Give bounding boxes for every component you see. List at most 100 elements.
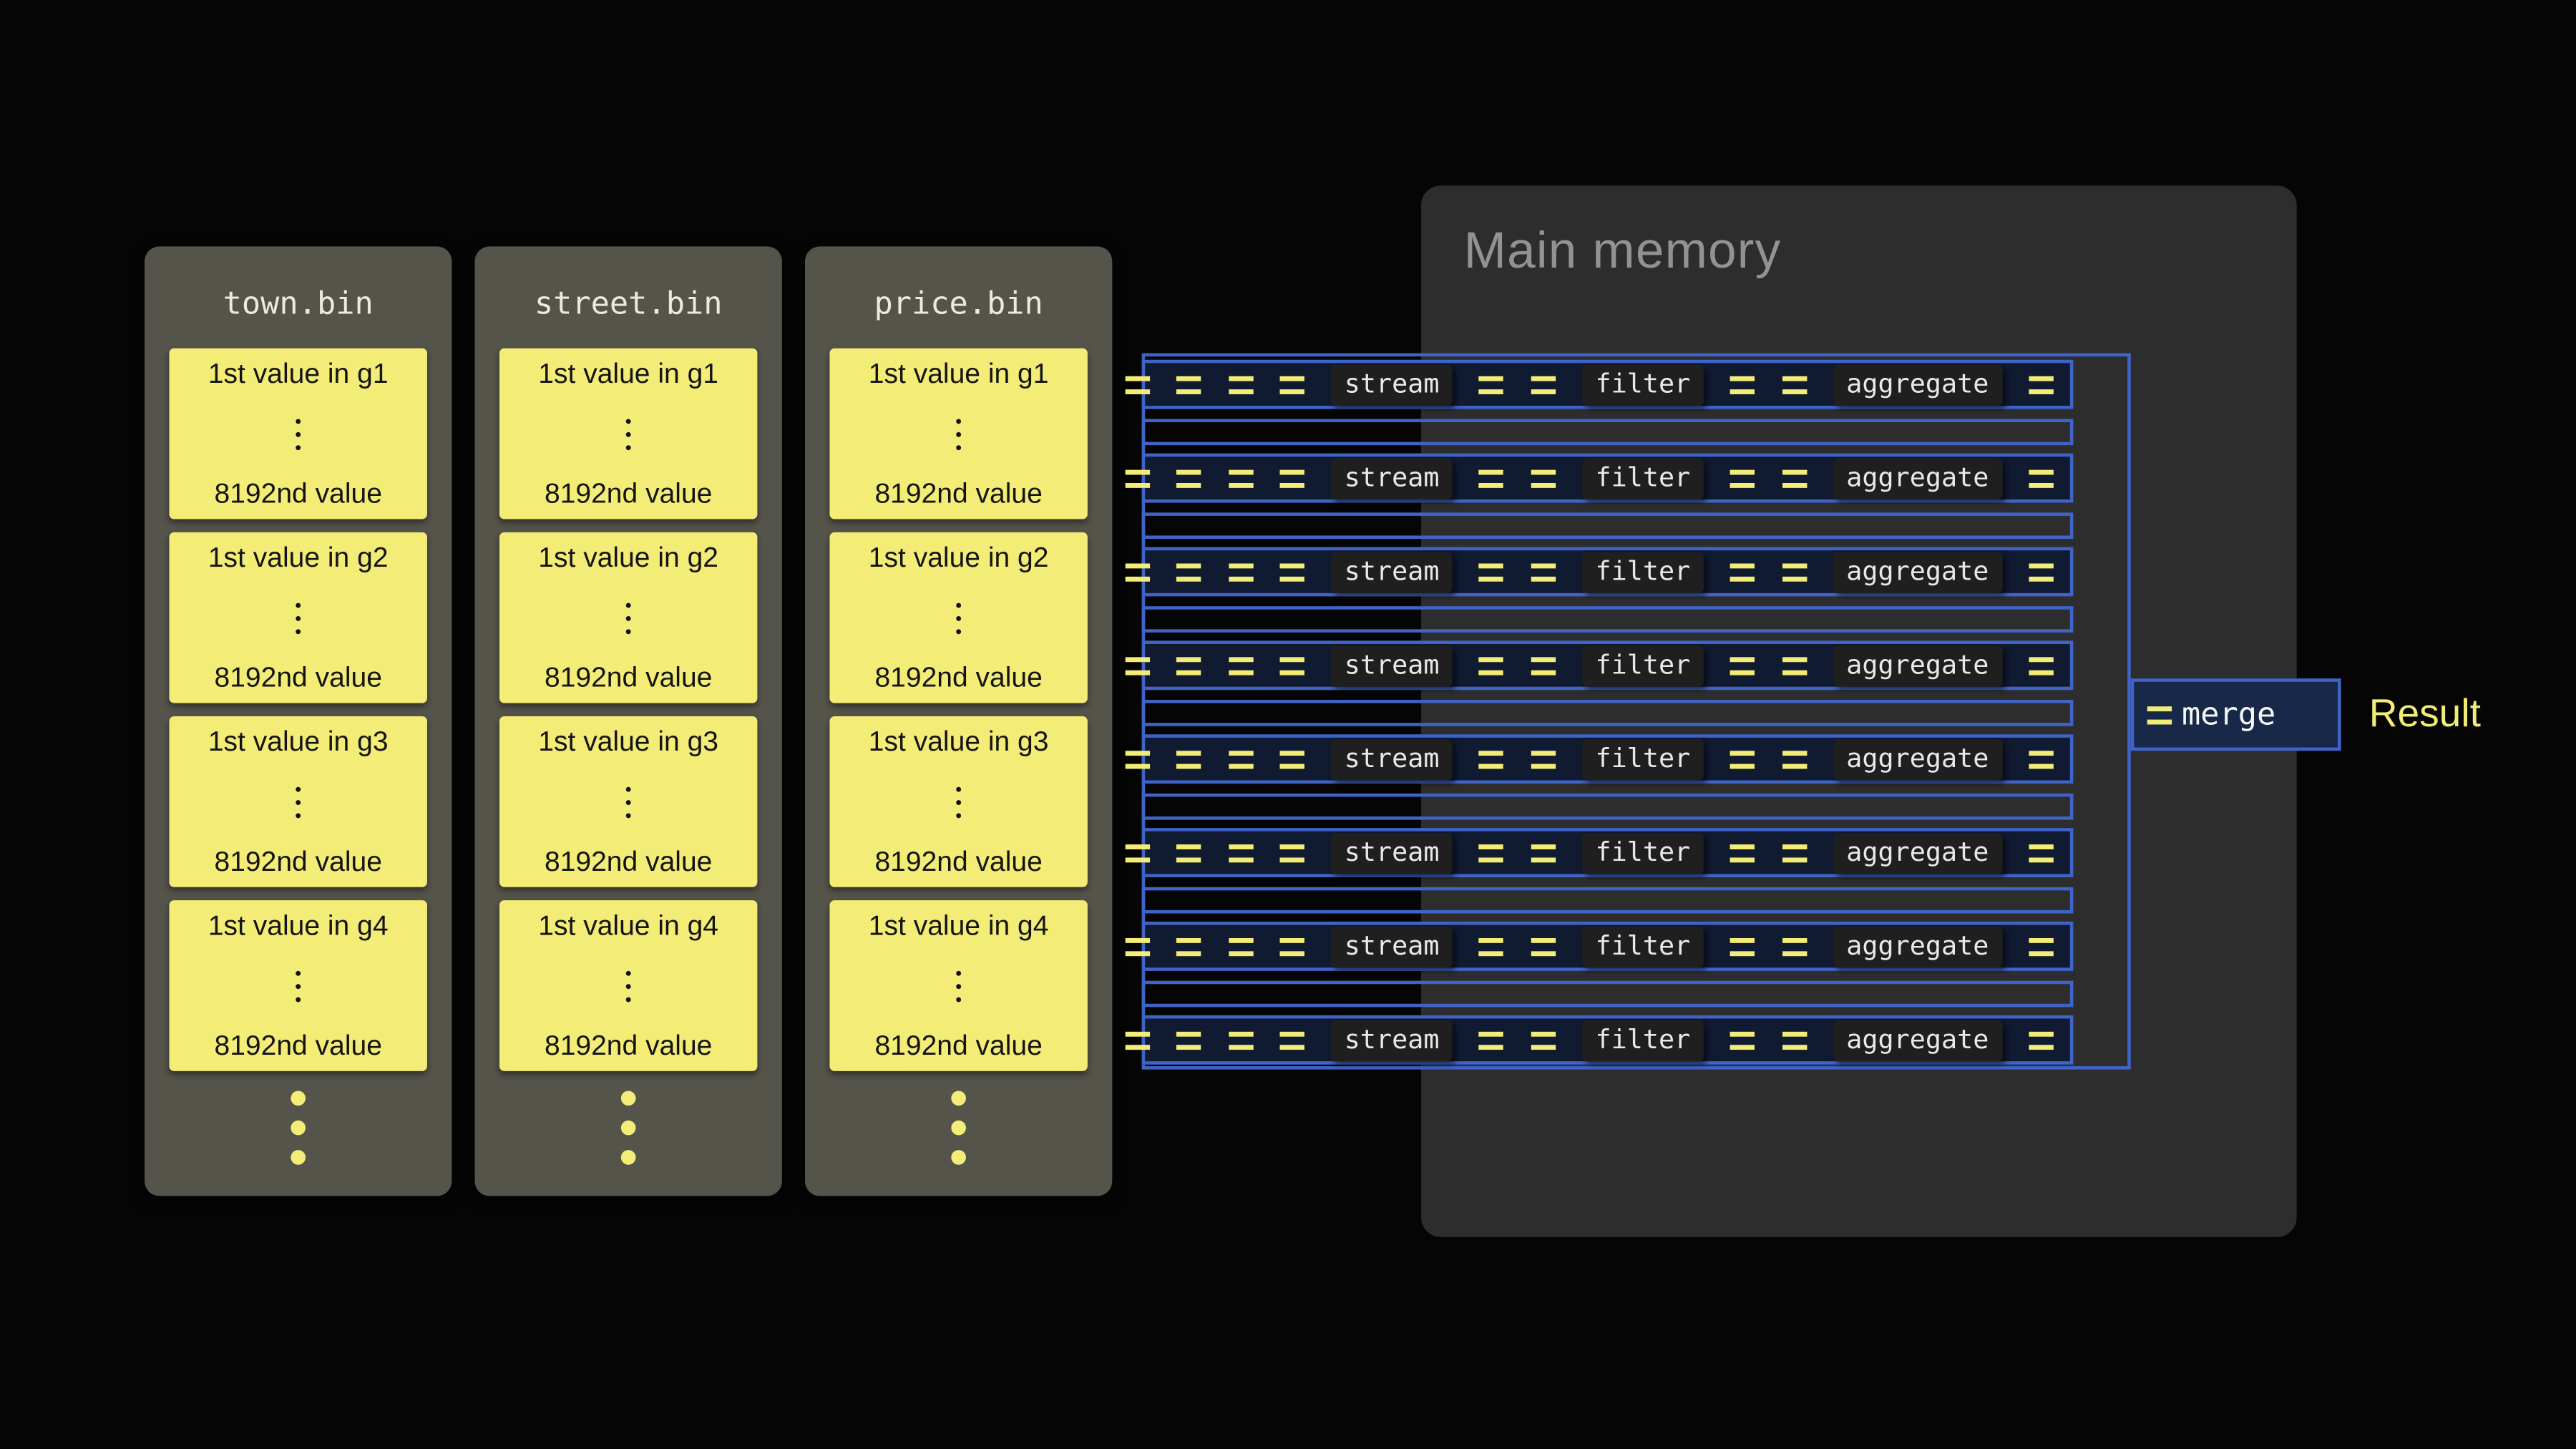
pipeline-channel <box>1141 887 2074 914</box>
flow-dash-icon <box>1730 1030 1755 1049</box>
value-block-g2: 1st value in g2 8192nd value <box>169 532 427 703</box>
file-column-town: town.bin 1st value in g1 8192nd value 1s… <box>145 246 452 1196</box>
flow-dash-icon <box>1176 750 1202 769</box>
flow-dash-icon <box>1125 469 1151 487</box>
filter-badge: filter <box>1582 645 1704 686</box>
flow-dash-icon <box>1228 656 1253 675</box>
block-first-line: 1st value in g2 <box>868 542 1049 574</box>
aggregate-badge: aggregate <box>1833 925 2002 967</box>
block-last-line: 8192nd value <box>544 1030 713 1062</box>
block-last-line: 8192nd value <box>874 662 1043 693</box>
aggregate-badge: aggregate <box>1833 738 2002 780</box>
value-block-g2: 1st value in g2 8192nd value <box>829 532 1088 703</box>
flow-dash-icon <box>1531 750 1556 769</box>
flow-dash-icon <box>1228 750 1253 769</box>
block-first-line: 1st value in g4 <box>538 909 719 942</box>
filter-badge: filter <box>1582 457 1704 499</box>
block-first-line: 1st value in g1 <box>868 358 1049 390</box>
flow-dash-icon <box>1279 562 1304 581</box>
file-title: town.bin <box>223 286 374 322</box>
flow-dash-icon <box>1279 375 1304 394</box>
flow-dash-icon <box>1479 843 1504 862</box>
pipeline-row-2: stream filter aggregate <box>1125 453 2074 503</box>
flow-dash-icon <box>1125 562 1151 581</box>
flow-dash-icon <box>1176 1030 1202 1049</box>
flow-dash-icon <box>1782 750 1807 769</box>
pipeline-row-4: stream filter aggregate <box>1125 640 2074 691</box>
value-block-g4: 1st value in g4 8192nd value <box>499 900 758 1071</box>
flow-dash-icon <box>1730 562 1755 581</box>
block-first-line: 1st value in g3 <box>868 726 1049 758</box>
vertical-ellipsis-icon <box>625 602 631 634</box>
block-last-line: 8192nd value <box>874 846 1043 878</box>
block-last-line: 8192nd value <box>874 478 1043 509</box>
merge-box: merge <box>2130 678 2341 751</box>
block-last-line: 8192nd value <box>544 662 713 693</box>
vertical-ellipsis-icon <box>956 970 962 1002</box>
aggregate-badge: aggregate <box>1833 1019 2002 1061</box>
vertical-ellipsis-icon <box>296 786 301 818</box>
block-first-line: 1st value in g4 <box>208 909 389 942</box>
flow-dash-icon <box>2029 562 2054 581</box>
flow-dash-icon <box>2029 937 2054 956</box>
flow-dash-icon <box>1279 656 1304 675</box>
stream-badge: stream <box>1331 457 1453 499</box>
filter-badge: filter <box>1582 831 1704 874</box>
flow-dash-icon <box>1176 937 1202 956</box>
flow-dash-icon <box>1279 750 1304 769</box>
file-title: price.bin <box>874 286 1043 322</box>
block-first-line: 1st value in g4 <box>868 909 1049 942</box>
flow-dash-icon <box>1279 937 1304 956</box>
flow-dash-icon <box>1730 656 1755 675</box>
block-list: 1st value in g1 8192nd value 1st value i… <box>475 348 782 1071</box>
value-block-g1: 1st value in g1 8192nd value <box>499 348 758 519</box>
flow-dash-icon <box>1479 656 1504 675</box>
block-last-line: 8192nd value <box>214 846 382 878</box>
block-first-line: 1st value in g2 <box>208 542 389 574</box>
pipeline-channel <box>1141 419 2074 446</box>
filter-badge: filter <box>1582 551 1704 592</box>
flow-dash-icon <box>2029 469 2054 487</box>
flow-dash-icon <box>1228 937 1253 956</box>
main-memory-title: Main memory <box>1463 221 1782 280</box>
flow-dash-icon <box>1176 562 1202 581</box>
pipeline-row-8: stream filter aggregate <box>1125 1015 2074 1065</box>
block-list: 1st value in g1 8192nd value 1st value i… <box>805 348 1112 1071</box>
vertical-ellipsis-icon <box>625 786 631 818</box>
flow-dash-icon <box>1479 375 1504 394</box>
value-block-g4: 1st value in g4 8192nd value <box>829 900 1088 1071</box>
column-ellipsis-icon <box>145 1091 452 1165</box>
block-first-line: 1st value in g3 <box>538 726 719 758</box>
block-last-line: 8192nd value <box>544 478 713 509</box>
flow-dash-icon <box>1228 375 1253 394</box>
flow-dash-icon <box>1782 562 1807 581</box>
block-first-line: 1st value in g1 <box>538 358 719 390</box>
block-list: 1st value in g1 8192nd value 1st value i… <box>145 348 452 1071</box>
flow-dash-icon <box>1730 937 1755 956</box>
flow-dash-icon <box>1176 375 1202 394</box>
pipeline-row-7: stream filter aggregate <box>1125 922 2074 971</box>
value-block-g3: 1st value in g3 8192nd value <box>499 716 758 887</box>
aggregate-badge: aggregate <box>1833 645 2002 686</box>
pipeline-channel <box>1141 700 2074 726</box>
flow-dash-icon <box>1279 843 1304 862</box>
flow-dash-icon <box>1125 656 1151 675</box>
block-last-line: 8192nd value <box>214 1030 382 1062</box>
flow-dash-icon <box>1531 562 1556 581</box>
block-first-line: 1st value in g3 <box>208 726 389 758</box>
flow-dash-icon <box>2029 656 2054 675</box>
aggregate-badge: aggregate <box>1833 551 2002 592</box>
flow-dash-icon <box>1479 562 1504 581</box>
stream-badge: stream <box>1331 831 1453 874</box>
filter-badge: filter <box>1582 364 1704 405</box>
flow-dash-icon <box>1228 562 1253 581</box>
column-ellipsis-icon <box>805 1091 1112 1165</box>
pipeline-channel <box>1141 793 2074 820</box>
flow-dash-icon <box>2029 375 2054 394</box>
flow-dash-icon <box>1125 937 1151 956</box>
flow-dash-icon <box>1125 843 1151 862</box>
flow-dash-icon <box>1125 750 1151 769</box>
flow-dash-icon <box>1279 1030 1304 1049</box>
pipeline-channel <box>1141 606 2074 633</box>
stream-badge: stream <box>1331 738 1453 780</box>
